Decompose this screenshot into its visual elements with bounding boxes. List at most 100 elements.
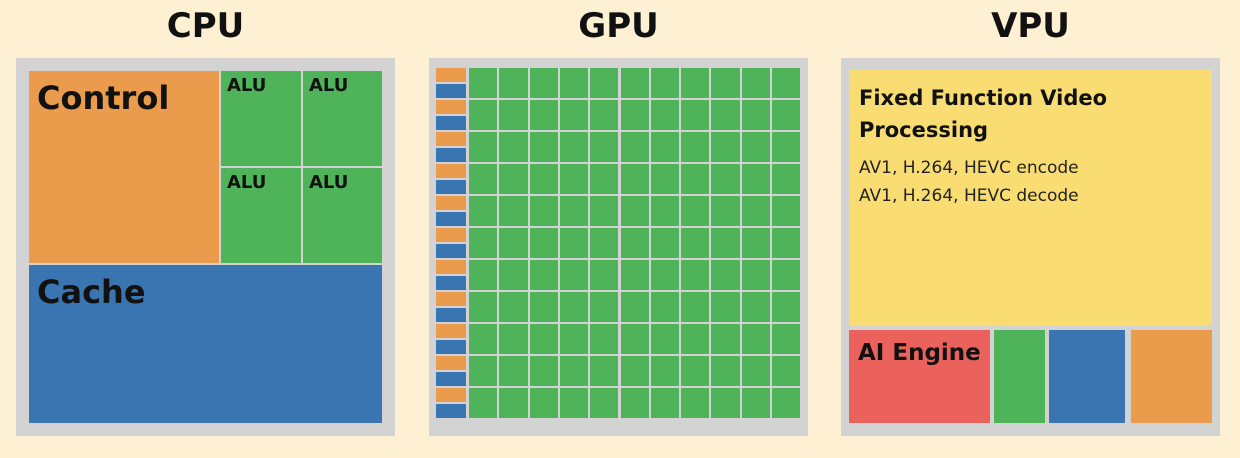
gpu-alu-core — [529, 324, 558, 354]
gpu-alu-core — [469, 292, 498, 322]
gpu-alu-core — [741, 292, 770, 322]
gpu-alu-core — [620, 292, 649, 322]
gpu-alu-core — [590, 196, 619, 226]
cpu-panel: Control ALU ALU ALU ALU Cache — [16, 58, 395, 436]
cpu-alu-4: ALU — [303, 168, 382, 263]
gpu-alu-core — [469, 324, 498, 354]
gpu-control-unit — [436, 388, 466, 402]
gpu-alu-core — [772, 68, 801, 98]
gpu-core-grid — [436, 68, 801, 418]
gpu-alu-core — [620, 164, 649, 194]
gpu-alu-core — [620, 260, 649, 290]
vpu-decode-line: AV1, H.264, HEVC decode — [859, 186, 1079, 206]
gpu-alu-core — [741, 324, 770, 354]
gpu-alu-core — [741, 260, 770, 290]
gpu-alu-core — [741, 132, 770, 162]
gpu-alu-core — [741, 388, 770, 418]
vpu-fixed-title-line2: Processing — [859, 118, 989, 142]
gpu-cache-unit — [436, 372, 466, 386]
gpu-alu-core — [529, 100, 558, 130]
gpu-alu-core — [559, 228, 589, 258]
gpu-alu-core — [469, 228, 498, 258]
gpu-alu-core — [620, 388, 649, 418]
gpu-alu-core — [469, 132, 498, 162]
gpu-alu-core — [711, 196, 740, 226]
gpu-alu-core — [681, 68, 710, 98]
cpu-alu-1: ALU — [221, 71, 301, 166]
vpu-ai-engine-label: AI Engine — [858, 340, 981, 366]
gpu-cache-unit — [436, 148, 466, 162]
gpu-alu-core — [681, 292, 710, 322]
gpu-control-unit — [436, 132, 466, 146]
gpu-alu-core — [499, 100, 528, 130]
gpu-alu-core — [620, 132, 649, 162]
gpu-alu-core — [741, 68, 770, 98]
cpu-cache-block: Cache — [29, 265, 382, 423]
gpu-control-unit — [436, 356, 466, 370]
gpu-alu-core — [469, 68, 498, 98]
gpu-alu-core — [590, 356, 619, 386]
gpu-alu-core — [711, 228, 740, 258]
cpu-alu-3: ALU — [221, 168, 301, 263]
gpu-alu-core — [559, 100, 589, 130]
gpu-alu-core — [469, 356, 498, 386]
gpu-alu-core — [469, 164, 498, 194]
cpu-alu-label: ALU — [309, 172, 349, 193]
gpu-alu-core — [590, 164, 619, 194]
gpu-alu-core — [499, 68, 528, 98]
gpu-alu-core — [590, 100, 619, 130]
gpu-alu-core — [650, 356, 680, 386]
gpu-cache-unit — [436, 180, 466, 194]
gpu-alu-core — [711, 356, 740, 386]
vpu-title: VPU — [991, 6, 1070, 46]
gpu-alu-core — [559, 68, 589, 98]
vpu-green-block — [994, 330, 1045, 423]
gpu-alu-core — [741, 196, 770, 226]
gpu-alu-core — [559, 164, 589, 194]
gpu-alu-core — [529, 260, 558, 290]
gpu-alu-core — [772, 324, 801, 354]
gpu-alu-core — [620, 356, 649, 386]
gpu-alu-core — [681, 324, 710, 354]
gpu-alu-core — [499, 196, 528, 226]
gpu-cache-unit — [436, 340, 466, 354]
gpu-alu-core — [529, 68, 558, 98]
gpu-alu-core — [590, 68, 619, 98]
gpu-alu-core — [559, 324, 589, 354]
gpu-control-unit — [436, 100, 466, 114]
gpu-alu-core — [529, 292, 558, 322]
gpu-alu-core — [499, 292, 528, 322]
gpu-alu-core — [711, 164, 740, 194]
gpu-alu-core — [711, 324, 740, 354]
gpu-control-unit — [436, 196, 466, 210]
gpu-cache-unit — [436, 308, 466, 322]
gpu-alu-core — [559, 292, 589, 322]
gpu-alu-core — [650, 100, 680, 130]
gpu-alu-core — [499, 132, 528, 162]
gpu-alu-core — [711, 100, 740, 130]
gpu-alu-core — [590, 388, 619, 418]
gpu-alu-core — [650, 164, 680, 194]
gpu-alu-core — [681, 132, 710, 162]
gpu-cache-unit — [436, 116, 466, 130]
gpu-alu-core — [559, 260, 589, 290]
gpu-alu-core — [650, 132, 680, 162]
vpu-fixed-function-title: Fixed Function Video Processing — [859, 82, 1107, 146]
gpu-alu-core — [469, 260, 498, 290]
gpu-alu-core — [499, 388, 528, 418]
gpu-alu-core — [529, 228, 558, 258]
gpu-alu-core — [590, 228, 619, 258]
gpu-alu-core — [529, 196, 558, 226]
gpu-alu-core — [772, 164, 801, 194]
gpu-control-unit — [436, 68, 466, 82]
gpu-alu-core — [650, 292, 680, 322]
gpu-alu-core — [650, 68, 680, 98]
gpu-alu-core — [650, 196, 680, 226]
gpu-alu-core — [469, 388, 498, 418]
gpu-alu-core — [741, 100, 770, 130]
gpu-control-unit — [436, 260, 466, 274]
gpu-alu-core — [772, 292, 801, 322]
gpu-alu-core — [620, 228, 649, 258]
gpu-alu-core — [529, 164, 558, 194]
gpu-alu-core — [681, 228, 710, 258]
